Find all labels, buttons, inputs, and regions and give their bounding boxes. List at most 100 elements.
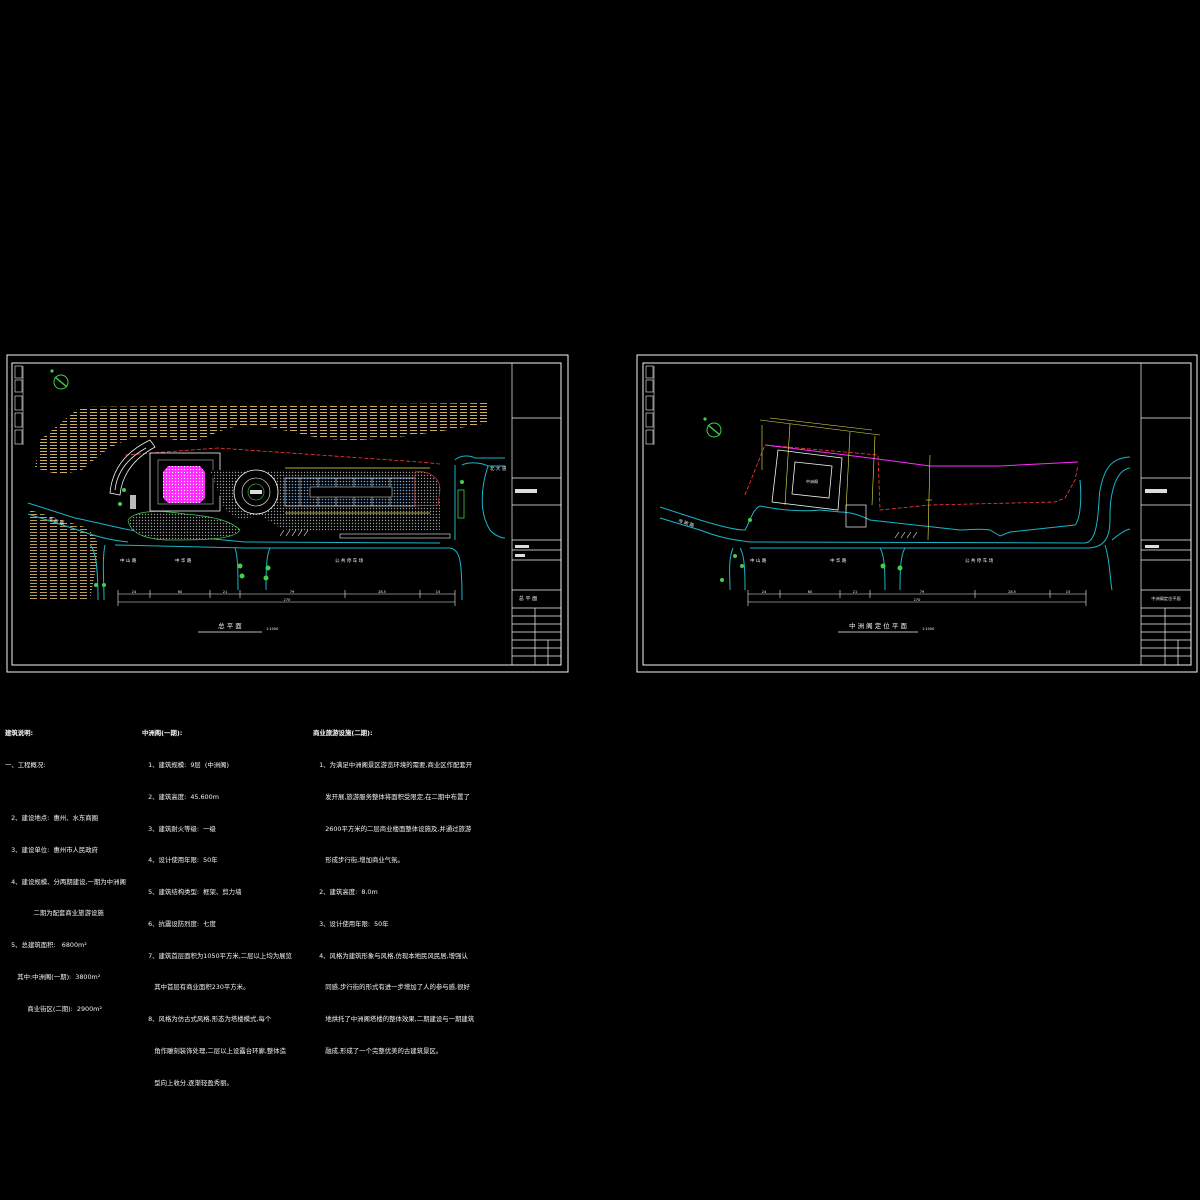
sheet-2-dimension-line: [747, 590, 1087, 606]
sheet-1-drawing-title: 总 平 面: [218, 621, 242, 630]
notes-line: 同感,步行街的形式有进一步增加了人的参与感,很好: [313, 983, 470, 992]
sheet-2-parking-stalls: [894, 531, 918, 539]
notes-line: 4、设计使用年限: 50年: [142, 856, 218, 865]
notes-line: 其中:中洲阁(一期): 3800m²: [5, 972, 101, 981]
sheet-1-west-pavilion: [109, 439, 156, 496]
sheet-2-site-boundary: [744, 444, 1079, 511]
sheet-2-dim-3: 21: [853, 590, 857, 594]
notes-line: 融成,形成了一个完整优美的古建筑景区。: [313, 1047, 443, 1055]
sheet-1-dim-1: 24: [132, 590, 137, 594]
sheet-1-road-label-1: 市 政 路: [47, 515, 65, 527]
notes-line: 6、抗震设防烈度: 七度: [142, 919, 216, 928]
sheet-2-road-labels: 市 政 路 中 山 路 中 华 路 公 共 停 车 场: [677, 517, 993, 564]
sheet-1-dim-3: 21: [223, 590, 227, 594]
sheet-1-outer-frame: [6, 354, 569, 673]
notes-line: 2、建筑高度: 8.0m: [313, 888, 378, 897]
notes-line: 4、风格为建筑形象与风格,仿现本地民风民居,增强认: [313, 951, 468, 960]
notes-line: 3、设计使用年限: 50年: [313, 919, 389, 928]
sheet-2-dim-5: 28.5: [1008, 590, 1016, 594]
sheet-2-dim-1: 24: [762, 590, 767, 594]
sheet-2-dim-6: 15: [1066, 590, 1070, 594]
sheet-2-outer-frame: [636, 354, 1198, 673]
notes-line: 2600平方米的二层商业楼面整体设施及,并通过旅游: [313, 824, 472, 833]
notes-line: 4、建设规模、分两期建设,一期为中洲阁: [5, 877, 126, 886]
sheet-1-title-block: [511, 363, 561, 665]
sheet-1-commercial-street: [284, 467, 441, 514]
sheet-1-north-arrow: [50, 369, 69, 390]
sheet-1-dim-2: 60: [178, 590, 182, 594]
sheet-2-north-arrow: [703, 417, 722, 438]
sheet-1-site-plan: 总 平 面: [6, 354, 569, 673]
notes-line: 形成步行街,增加商业气氛。: [313, 856, 404, 865]
sheet-1-inner-frame: [11, 362, 562, 666]
sheet-2-road-label-2: 中 山 路: [750, 557, 767, 564]
sheet-2-margin-stamps: [645, 365, 655, 445]
notes-line: 1、为满足中洲阁景区游览环境的需要,商业区作配套开: [313, 760, 473, 769]
notes-line: 3、建设单位: 惠州市人民政府: [5, 845, 99, 854]
sheet-2-ancillary-building: [845, 504, 867, 528]
notes-line: 2、建筑高度: 45.600m: [142, 792, 219, 801]
notes-column-tower-phase-one: 中洲阁(一期): 1、建筑规模: 9层 (中洲阁) 2、建筑高度: 45.600…: [142, 707, 292, 1099]
notes-line: 5、建筑结构类型: 框架、剪力墙: [142, 888, 242, 897]
sheet-1-river-hatch: [30, 403, 487, 600]
sheet-2-inner-frame: [642, 362, 1192, 666]
notes-column-project-overview: 建筑说明: 一、工程概况: 2、建设地点: 惠州、水东商圈 3、建设单位: 惠州…: [5, 707, 126, 1025]
sheet-1-road-label-2: 中 山 路: [120, 557, 137, 564]
notes-heading-tower: 中洲阁(一期):: [142, 729, 183, 738]
sheet-2-road-label-3: 中 华 路: [830, 557, 847, 564]
sheet-2-roads: [659, 456, 1131, 591]
sheet-2-titleblock-label: 中洲阁定位平面: [1151, 595, 1180, 602]
sheet-1-site-boundary: [124, 447, 441, 465]
sheet-2-trees: [720, 518, 903, 582]
sheet-1-dim-total: 270: [284, 598, 291, 602]
notes-line: 地烘托了中洲阁塔楼的整体效果,二期建设与一期建筑: [313, 1015, 475, 1024]
notes-line: 型向上收分,逐渐轻盈秀丽。: [142, 1078, 233, 1087]
notes-line: 8、风格为仿古式风格,形态为塔楼模式,每个: [142, 1015, 272, 1024]
notes-line: 2、建设地点: 惠州、水东商圈: [5, 813, 99, 822]
sheet-1-landscape-green: [127, 511, 241, 541]
sheet-1-drawing-scale: 1:1000: [266, 627, 278, 631]
sheet-1-road-labels: 市 政 路 中 山 路 中 华 路 公 共 停 车 场 北 大 道: [47, 465, 506, 564]
sheet-1-central-roundabout: [233, 469, 279, 515]
notes-line: 1、建筑规模: 9层 (中洲阁): [142, 760, 230, 769]
sheet-2-tower-footprint: [771, 449, 843, 511]
sheet-1-road-label-3: 中 华 路: [175, 557, 192, 564]
sheet-1-parking-stalls: [279, 529, 451, 539]
notes-line: 其中首层有商业面积230平方米。: [142, 983, 250, 992]
sheet-2-dim-2: 60: [808, 590, 812, 594]
sheet-2-dim-4: 79: [920, 590, 924, 594]
sheet-2-road-label-4: 公 共 停 车 场: [965, 557, 994, 564]
sheet-1-trees: [94, 480, 465, 587]
sheet-1-titleblock-label: 总 平 面: [519, 595, 537, 602]
sheet-2-tower-setout-plan: 中洲阁定位平面: [636, 354, 1198, 673]
sheet-2-title-block: [1140, 363, 1191, 665]
sheet-2-dimension-labels: 24 60 21 79 28.5 15 270: [762, 590, 1070, 602]
notes-column-commercial-phase-two: 商业旅游设施(二期): 1、为满足中洲阁景区游览环境的需要,商业区作配套开 发开…: [313, 707, 474, 1067]
sheet-1-road-label-5: 北 大 道: [490, 465, 507, 472]
notes-heading-commercial: 商业旅游设施(二期):: [313, 729, 373, 738]
notes-line: 一、工程概况:: [5, 760, 46, 769]
sheet-2-drawing-scale: 1:1000: [922, 627, 934, 631]
notes-line: 5、总建筑面积: 6800m²: [5, 941, 87, 950]
sheet-1-dim-6: 15: [436, 590, 440, 594]
notes-line: 商业街区(二期): 2900m²: [5, 1004, 102, 1013]
sheet-1-dim-5: 28.5: [378, 590, 386, 594]
notes-line: 7、建筑首层面积为1050平方米,二层以上均为展览: [142, 951, 292, 960]
notes-line: 角作雕刻装饰处理,二层以上设露台环廊,整体造: [142, 1047, 287, 1055]
sheet-2-building-label: 中洲阁: [806, 478, 818, 484]
notes-heading-architectural: 建筑说明:: [5, 729, 34, 738]
sheet-2-drawing-title: 中 洲 阁 定 位 平 面: [849, 621, 907, 630]
sheet-1-margin-stamps: [14, 365, 24, 445]
notes-line: 发开展,旅游服务整体将面积受限定,在二期中布置了: [313, 792, 470, 801]
sheet-1-dimension-labels: 24 60 21 79 28.5 15 270: [132, 590, 440, 602]
sheet-1-road-label-4: 公 共 停 车 场: [335, 557, 364, 564]
sheet-1-tower-block: [130, 452, 221, 512]
sheet-2-road-label-1: 市 政 路: [677, 517, 695, 529]
sheet-2-dim-total: 270: [914, 598, 921, 602]
notes-line: 3、建筑耐火等级: 一级: [142, 824, 216, 833]
sheet-2-magenta-boundary: [764, 444, 1079, 467]
sheet-1-dim-4: 79: [290, 590, 294, 594]
sheet-1-roads: [27, 455, 506, 601]
sheet-1-dimension-line: [117, 590, 456, 606]
